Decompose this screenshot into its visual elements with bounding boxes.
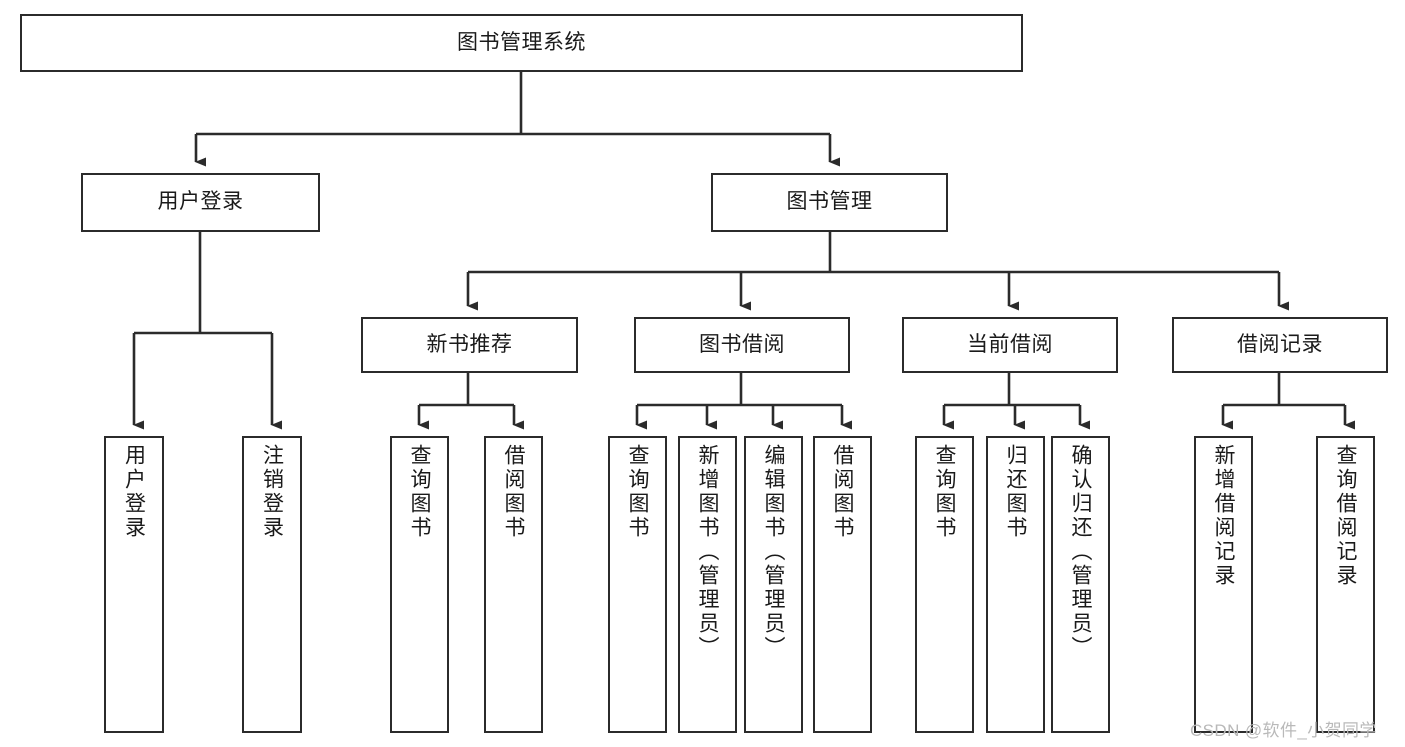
- leaf-add-book-admin[interactable]: 新增图书（管理员）: [678, 436, 737, 733]
- leaf-logout-label: 注销登录: [260, 444, 284, 540]
- node-new-book-recommend-label: 新书推荐: [426, 332, 513, 356]
- node-root[interactable]: 图书管理系统: [20, 14, 1023, 72]
- leaf-borrow-book-borrow[interactable]: 借阅图书: [813, 436, 872, 733]
- leaf-query-borrow-record[interactable]: 查询借阅记录: [1316, 436, 1375, 733]
- leaf-borrow-book-borrow-label: 借阅图书: [831, 444, 854, 540]
- leaf-add-book-admin-label: 新增图书（管理员）: [696, 444, 719, 660]
- leaf-query-book-borrow[interactable]: 查询图书: [608, 436, 667, 733]
- node-book-borrow-label: 图书借阅: [699, 332, 785, 356]
- node-user-login[interactable]: 用户登录: [81, 173, 320, 232]
- leaf-query-book-rec[interactable]: 查询图书: [390, 436, 449, 733]
- leaf-edit-book-admin[interactable]: 编辑图书（管理员）: [744, 436, 803, 733]
- leaf-query-book-current-label: 查询图书: [933, 444, 956, 540]
- node-root-label: 图书管理系统: [457, 30, 586, 54]
- leaf-borrow-book-rec-label: 借阅图书: [502, 444, 525, 540]
- node-user-login-label: 用户登录: [157, 190, 244, 214]
- leaf-query-book-current[interactable]: 查询图书: [915, 436, 974, 733]
- leaf-edit-book-admin-label: 编辑图书（管理员）: [762, 444, 785, 660]
- leaf-query-borrow-record-label: 查询借阅记录: [1334, 444, 1357, 588]
- leaf-logout[interactable]: 注销登录: [242, 436, 302, 733]
- leaf-user-login[interactable]: 用户登录: [104, 436, 164, 733]
- node-new-book-recommend[interactable]: 新书推荐: [361, 317, 578, 373]
- node-borrow-record[interactable]: 借阅记录: [1172, 317, 1388, 373]
- node-current-borrow[interactable]: 当前借阅: [902, 317, 1118, 373]
- leaf-confirm-return-admin[interactable]: 确认归还（管理员）: [1051, 436, 1110, 733]
- leaf-query-book-rec-label: 查询图书: [408, 444, 431, 540]
- leaf-add-borrow-record[interactable]: 新增借阅记录: [1194, 436, 1253, 733]
- leaf-user-login-label: 用户登录: [122, 444, 146, 540]
- leaf-confirm-return-admin-label: 确认归还（管理员）: [1069, 444, 1092, 660]
- leaf-borrow-book-rec[interactable]: 借阅图书: [484, 436, 543, 733]
- leaf-add-borrow-record-label: 新增借阅记录: [1212, 444, 1235, 588]
- node-book-manage-label: 图书管理: [786, 190, 873, 214]
- node-borrow-record-label: 借阅记录: [1237, 332, 1323, 356]
- node-current-borrow-label: 当前借阅: [967, 332, 1053, 356]
- leaf-query-book-borrow-label: 查询图书: [626, 444, 649, 540]
- leaf-return-book[interactable]: 归还图书: [986, 436, 1045, 733]
- leaf-return-book-label: 归还图书: [1004, 444, 1027, 540]
- node-book-manage[interactable]: 图书管理: [711, 173, 948, 232]
- node-book-borrow[interactable]: 图书借阅: [634, 317, 850, 373]
